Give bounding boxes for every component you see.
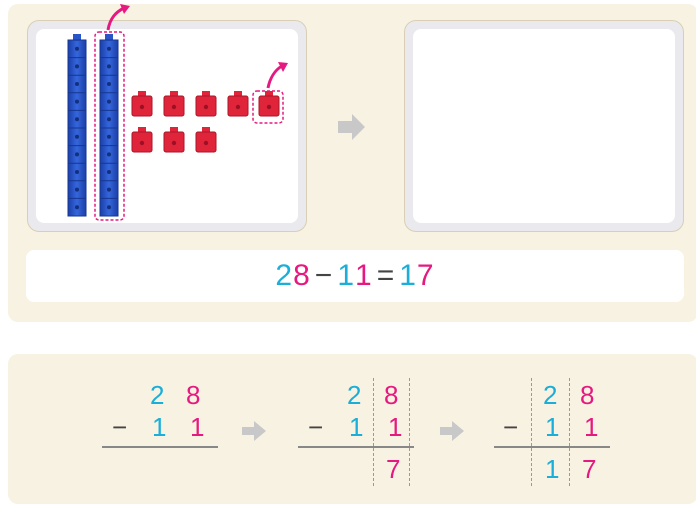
step1-top-tens: 2: [150, 382, 164, 408]
step3-top-ones: 8: [580, 382, 594, 408]
step2-rule: [298, 446, 414, 448]
rod-unit-dot: [75, 82, 79, 86]
step1-minus: −: [112, 414, 127, 440]
step2-res-ones: 7: [386, 456, 400, 482]
step2-divider-1: [373, 378, 374, 486]
removal-arrow-icon-2: [268, 66, 282, 88]
step3-minus: −: [503, 414, 518, 440]
rod-unit-dot: [107, 100, 111, 104]
step2-top-tens: 2: [347, 382, 361, 408]
rod-unit-dot: [75, 64, 79, 68]
step3-rule: [494, 446, 610, 448]
step2-minus: −: [308, 414, 323, 440]
ones-cube: [228, 91, 248, 116]
step3-res-ones: 7: [582, 456, 596, 482]
eq-r-tens: 1: [399, 259, 417, 293]
step2-divider-2: [409, 378, 410, 486]
rod-unit-dot: [107, 47, 111, 51]
rod-unit-dot: [75, 100, 79, 104]
step2-sub-tens: 1: [349, 414, 363, 440]
step3-sub-tens: 1: [545, 414, 559, 440]
step3-top-tens: 2: [543, 382, 557, 408]
rod-unit-dot: [75, 152, 79, 156]
rod-unit-dot: [75, 170, 79, 174]
horizontal-equation: 2 8 − 1 1 = 1 7: [26, 250, 684, 302]
rod-unit-dot: [107, 135, 111, 139]
removal-arrow-icon: [108, 8, 124, 30]
step1-sub-ones: 1: [190, 414, 204, 440]
ones-cube: [164, 127, 184, 152]
ones-cube: [132, 127, 152, 152]
step2-top-ones: 8: [384, 382, 398, 408]
rod-unit-dot: [75, 47, 79, 51]
eq-b-ones: 1: [355, 259, 373, 293]
rod-unit-dot: [107, 170, 111, 174]
ones-cube: [196, 91, 216, 116]
rod-unit-dot: [75, 117, 79, 121]
step1-sub-tens: 1: [152, 414, 166, 440]
ones-cube: [132, 91, 152, 116]
ones-cube: [164, 91, 184, 116]
ones-cube: [196, 127, 216, 152]
eq-equals: =: [377, 259, 396, 293]
eq-r-ones: 7: [417, 259, 435, 293]
tens-rod-2: [100, 34, 118, 216]
step2-sub-ones: 1: [388, 414, 402, 440]
step-arrow-icon-2: [240, 420, 270, 442]
eq-minus: −: [315, 259, 334, 293]
ones-cubes: [132, 91, 279, 152]
rod-unit-dot: [107, 205, 111, 209]
equation-box: 2 8 − 1 1 = 1 7: [26, 250, 684, 302]
eq-b-tens: 1: [337, 259, 355, 293]
rod-unit-dot: [107, 152, 111, 156]
eq-a-ones: 8: [293, 259, 311, 293]
rod-unit-dot: [75, 135, 79, 139]
blocks-board-after: [404, 20, 684, 232]
step1-rule: [102, 446, 218, 448]
blocks-board-after-surface: [413, 29, 675, 223]
rod-unit-dot: [107, 188, 111, 192]
step3-sub-ones: 1: [584, 414, 598, 440]
tens-rod-1: [68, 34, 86, 216]
step3-divider-2: [569, 378, 570, 486]
step-arrow-icon-3: [438, 420, 468, 442]
ones-cube: [259, 91, 279, 116]
rod-unit-dot: [107, 117, 111, 121]
rod-unit-dot: [107, 82, 111, 86]
rod-unit-dot: [107, 64, 111, 68]
step3-res-tens: 1: [545, 456, 559, 482]
rod-unit-dot: [75, 188, 79, 192]
eq-a-tens: 2: [275, 259, 293, 293]
step1-top-ones: 8: [186, 382, 200, 408]
rod-unit-dot: [75, 205, 79, 209]
step3-divider-1: [531, 378, 532, 486]
step-arrow-icon: [338, 114, 365, 140]
